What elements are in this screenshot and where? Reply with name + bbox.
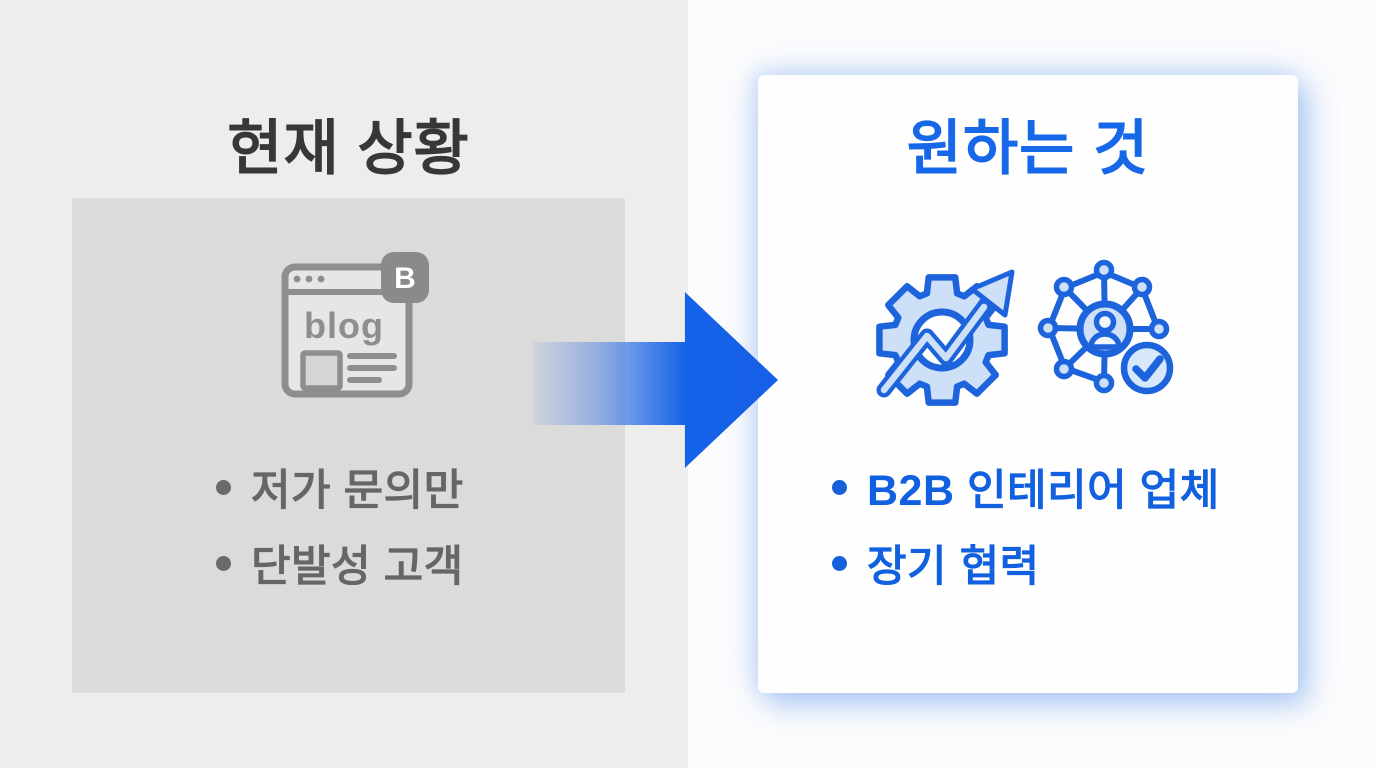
blogger-badge	[381, 252, 429, 303]
blog-icon: blog B	[280, 250, 430, 400]
gear-growth-icon-svg	[876, 269, 1015, 406]
network-partnership-icon-svg	[1037, 259, 1174, 395]
list-item-label: B2B 인테리어 업체	[867, 467, 1220, 515]
blog-label: blog	[304, 305, 384, 346]
list-item-label: 장기 협력	[867, 543, 1040, 591]
blog-icon-svg: blog B	[281, 252, 429, 398]
bullet-dot	[832, 479, 847, 495]
current-situation-list: 저가 문의만 단발성 고객	[216, 455, 464, 607]
current-situation-box	[72, 198, 625, 693]
network-partnership-icon	[1035, 256, 1185, 406]
gear-growth-icon	[872, 258, 1022, 408]
check-badge	[1120, 341, 1174, 395]
list-item: 저가 문의만	[216, 455, 464, 519]
list-item-label: 저가 문의만	[251, 467, 464, 515]
current-situation-title: 현재 상황	[227, 115, 470, 182]
bullet-dot	[216, 555, 231, 571]
blogger-badge-letter: B	[394, 262, 416, 295]
bullet-dot	[832, 555, 847, 571]
check-icon	[1132, 355, 1164, 382]
desired-title: 원하는 것	[906, 115, 1150, 182]
list-item: 장기 협력	[832, 531, 1220, 595]
list-item: B2B 인테리어 업체	[832, 455, 1220, 519]
desired-card	[758, 75, 1298, 693]
desired-list: B2B 인테리어 업체 장기 협력	[832, 455, 1220, 607]
list-item-label: 단발성 고객	[251, 543, 464, 591]
bullet-dot	[216, 479, 231, 495]
list-item: 단발성 고객	[216, 531, 464, 595]
